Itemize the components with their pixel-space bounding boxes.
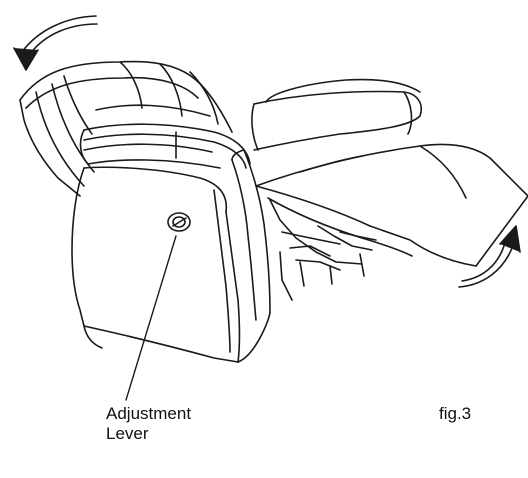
top-pillows — [79, 123, 251, 169]
chair-body — [71, 166, 271, 363]
footrest-mechanism — [269, 199, 377, 301]
figure-number: fig.3 — [439, 404, 472, 423]
backrest — [19, 60, 233, 197]
backrest-arrow-icon — [13, 15, 98, 71]
adjustment-lever-icon — [167, 212, 191, 232]
footrest — [255, 143, 528, 267]
footrest-arrow-icon — [458, 225, 521, 288]
callout-label-line-1: Adjustment — [106, 404, 192, 423]
right-armrest — [231, 149, 271, 321]
seat-cushion — [251, 78, 422, 151]
callout-label-line-2: Lever — [106, 424, 149, 443]
callout-leader-line — [125, 235, 177, 401]
